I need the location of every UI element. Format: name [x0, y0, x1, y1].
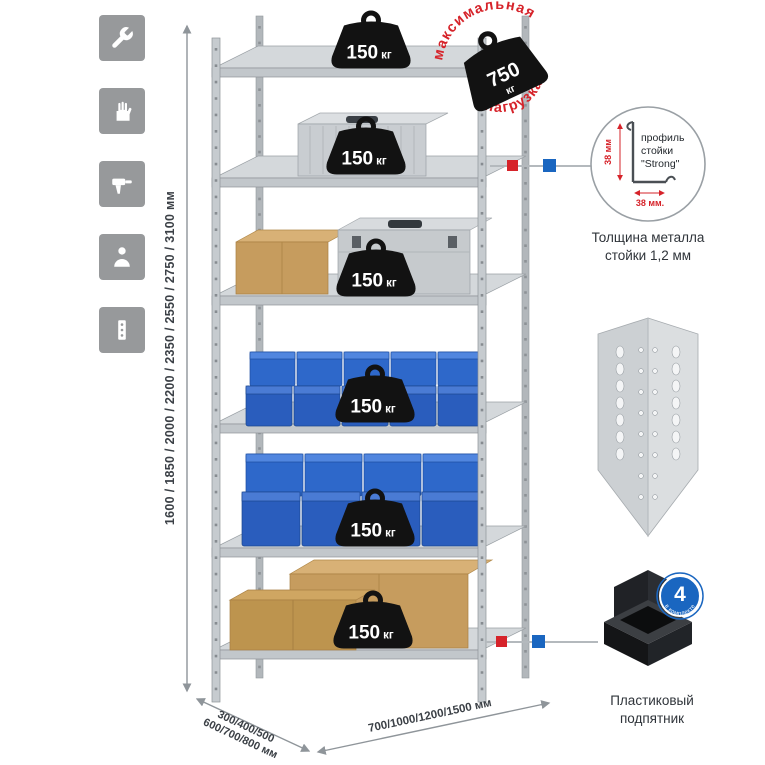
profile-dim-vertical: 38 мм — [603, 139, 613, 165]
profile-caption: Толщина металла стойки 1,2 мм — [592, 229, 705, 264]
blue-marker-square — [543, 159, 556, 172]
glove-icon — [99, 88, 145, 134]
max-load-stamp: максимальная нагрузка 750 кг — [425, 0, 552, 126]
person-icon — [99, 234, 145, 280]
cardboard-box — [235, 229, 351, 295]
upright-post-image — [597, 317, 699, 538]
blue-marker-square — [532, 635, 545, 648]
depth-dimension-line — [195, 698, 311, 752]
blue-bins-row-back — [245, 453, 481, 497]
foot-caption-line1: Пластиковый — [610, 693, 694, 708]
profile-dim-horizontal: 38 мм. — [636, 198, 664, 208]
foot-caption: Пластиковый подпятник — [610, 692, 694, 727]
profile-caption-line1: Толщина металла — [591, 230, 705, 245]
feature-icon-column — [99, 15, 145, 353]
red-marker-square — [496, 636, 507, 647]
included-count-badge: 4 в комплекте — [656, 572, 704, 620]
profile-text-line2: стойки — [641, 145, 673, 157]
stamp-weight-icon: 750 кг — [463, 31, 549, 112]
profile-detail-diagram: 38 мм 38 мм. профиль стойки "Strong" — [590, 106, 706, 222]
stamp-unit: кг — [504, 83, 517, 97]
profile-text-line1: профиль — [641, 132, 685, 144]
profile-callout-connector — [490, 159, 592, 172]
red-marker-square — [507, 160, 518, 171]
height-dimension-label: 1600 / 1850 / 2000 / 2200 / 2350 / 2550 … — [163, 190, 177, 526]
profile-text-line3: "Strong" — [641, 158, 680, 170]
foot-caption-line2: подпятник — [619, 710, 685, 726]
drill-icon — [99, 161, 145, 207]
foot-callout-connector — [486, 635, 598, 648]
profile-caption-line2: стойки 1,2 мм — [604, 247, 692, 263]
wrench-icon — [99, 15, 145, 61]
post-profile-icon — [99, 307, 145, 353]
badge-count: 4 — [674, 583, 686, 606]
width-dimension-line — [316, 700, 551, 755]
